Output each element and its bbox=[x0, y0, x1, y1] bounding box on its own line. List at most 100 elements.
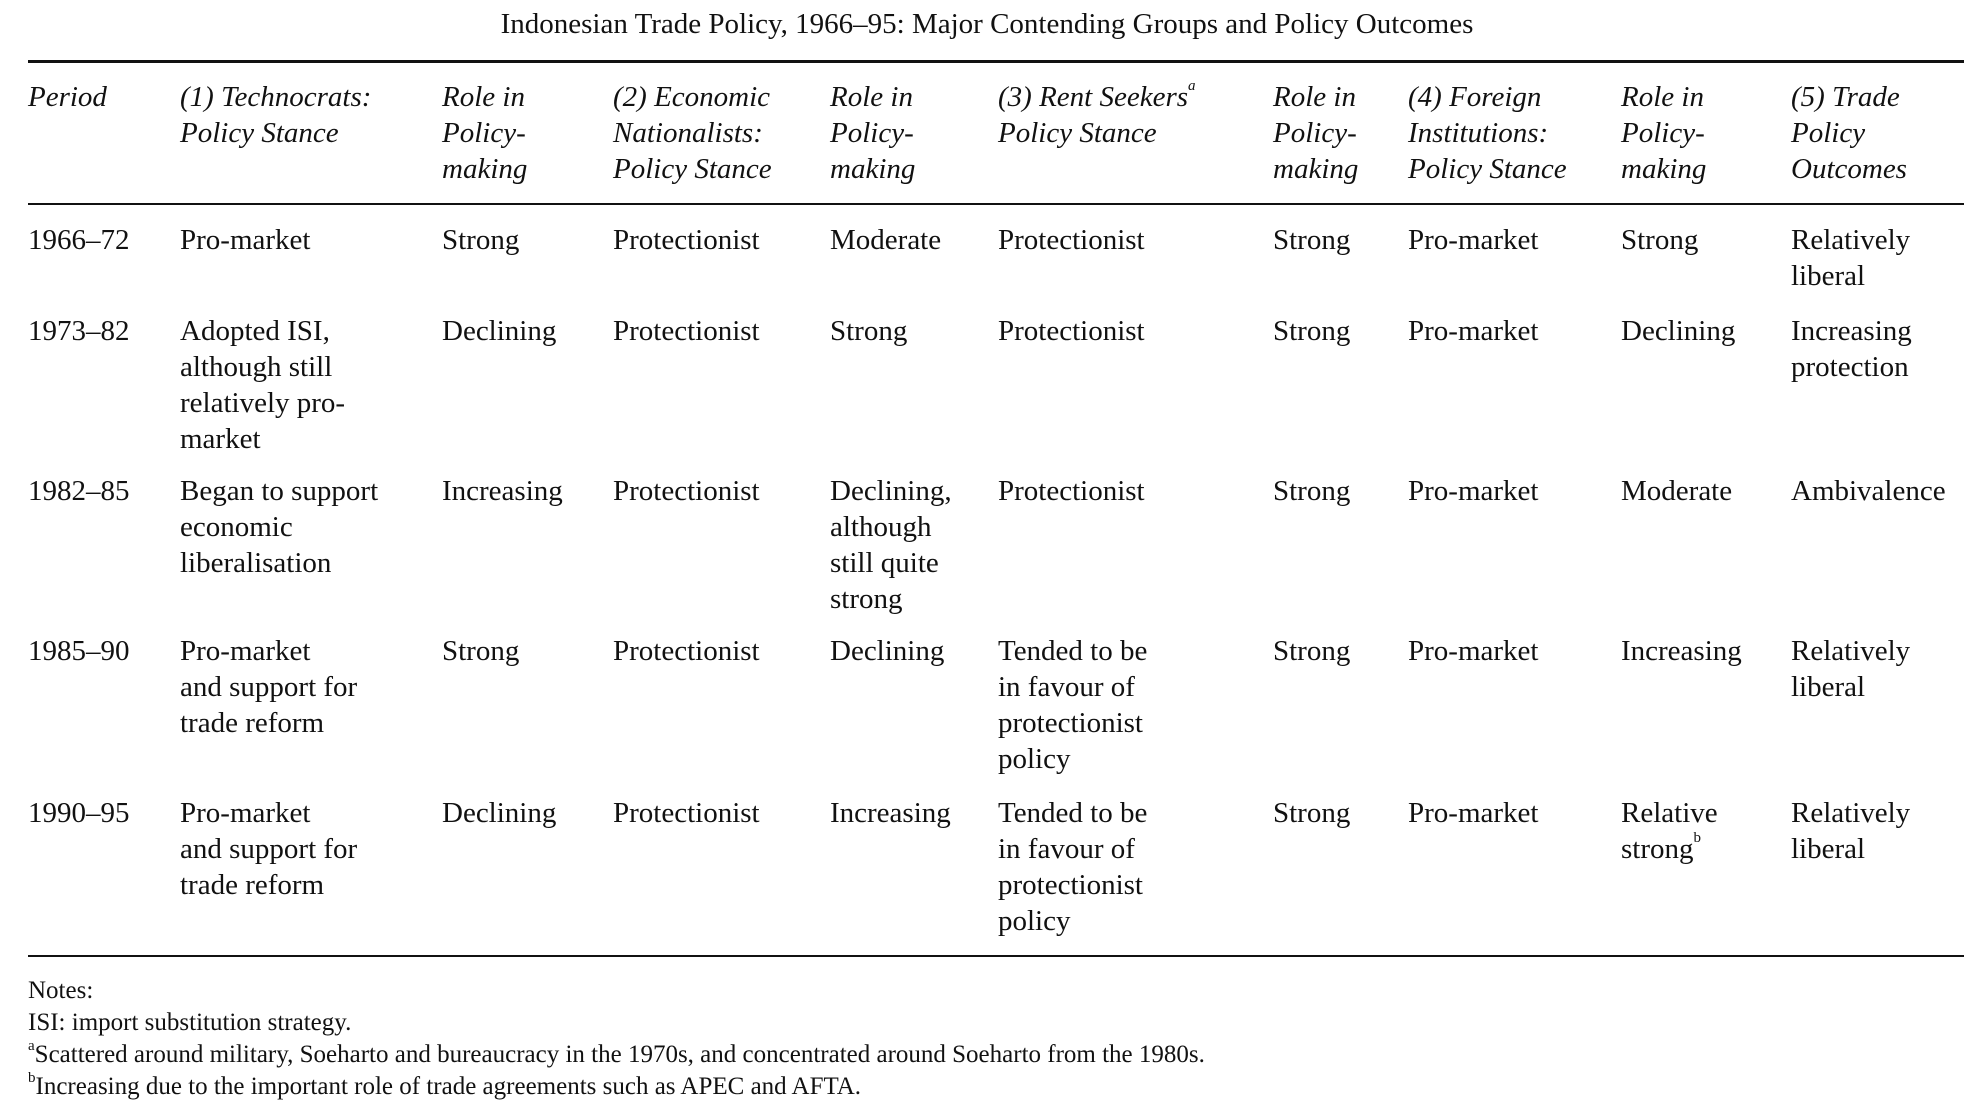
table-cell: Protectionist bbox=[613, 313, 760, 349]
table-cell: Ambivalence bbox=[1791, 473, 1946, 509]
cell-line: Policy Stance bbox=[613, 153, 772, 185]
bottom-rule bbox=[28, 955, 1964, 957]
header-cell: Period bbox=[28, 79, 107, 115]
cell-line: Relatively bbox=[1791, 224, 1911, 256]
cell-line: and support for bbox=[180, 671, 358, 703]
cell-line: Increasing bbox=[1791, 315, 1912, 347]
cell-line: strong bbox=[830, 583, 903, 615]
cell-line: Protectionist bbox=[613, 224, 760, 256]
cell-line: making bbox=[830, 153, 916, 185]
table-cell: Protectionist bbox=[613, 473, 760, 509]
cell-line: Outcomes bbox=[1791, 153, 1907, 185]
cell-line: Strong bbox=[1273, 797, 1351, 829]
cell-line: making bbox=[1621, 153, 1707, 185]
cell-line: (1) Technocrats: bbox=[180, 81, 372, 113]
table-cell: Declining bbox=[830, 633, 944, 669]
cell-line: Increasing bbox=[830, 797, 951, 829]
cell-line: Relatively bbox=[1791, 635, 1911, 667]
cell-line: Policy Stance bbox=[1408, 153, 1567, 185]
table-cell: Strong bbox=[1273, 795, 1350, 831]
cell-line: Institutions: bbox=[1408, 117, 1549, 149]
table-cell: Adopted ISI, although still relatively pro… bbox=[180, 313, 345, 457]
cell-line: although still bbox=[180, 351, 333, 383]
cell-line: Tended to be bbox=[998, 797, 1148, 829]
cell-line: Tended to be bbox=[998, 635, 1148, 667]
cell-line: Pro-market bbox=[1408, 315, 1539, 347]
cell-line: in favour of bbox=[998, 671, 1135, 703]
footnote-mark: b bbox=[28, 1070, 36, 1086]
cell-line: Strong bbox=[1273, 635, 1351, 667]
cell-line: Period bbox=[28, 81, 107, 113]
cell-line: Strong bbox=[1621, 224, 1699, 256]
cell-line: Increasing bbox=[442, 475, 563, 507]
table-cell: Increasing bbox=[830, 795, 951, 831]
cell-line: Pro-market bbox=[1408, 475, 1539, 507]
table-cell: Protectionist bbox=[998, 473, 1145, 509]
header-cell: (1) Technocrats:Policy Stance bbox=[180, 79, 371, 151]
cell-line: Policy bbox=[1791, 117, 1866, 149]
cell-line: still quite bbox=[830, 547, 939, 579]
notes: Notes: ISI: import substitution strategy… bbox=[28, 975, 1205, 1103]
cell-line: Strong bbox=[1273, 475, 1351, 507]
cell-line: Protectionist bbox=[998, 475, 1145, 507]
cell-line: (5) Trade bbox=[1791, 81, 1900, 113]
cell-line: 1985–90 bbox=[28, 635, 130, 667]
cell-line: 1966–72 bbox=[28, 224, 130, 256]
table-cell: Strong bbox=[1621, 222, 1698, 258]
table-cell: Protectionist bbox=[613, 222, 760, 258]
cell-line: Relatively bbox=[1791, 797, 1911, 829]
cell-line: Pro-market bbox=[180, 635, 311, 667]
cell-line: liberal bbox=[1791, 671, 1866, 703]
cell-line: 1982–85 bbox=[28, 475, 130, 507]
table-cell: Pro-market bbox=[1408, 795, 1538, 831]
table-cell: 1966–72 bbox=[28, 222, 130, 258]
cell-line: Role in bbox=[830, 81, 913, 113]
table-title: Indonesian Trade Policy, 1966–95: Major … bbox=[500, 8, 1474, 40]
cell-line: trade reform bbox=[180, 707, 325, 739]
table-cell: 1982–85 bbox=[28, 473, 130, 509]
cell-line: (2) Economic bbox=[613, 81, 771, 113]
table-cell: Relatively liberal bbox=[1791, 633, 1910, 705]
cell-line: (4) Foreign bbox=[1408, 81, 1542, 113]
table-cell: Protectionist bbox=[998, 313, 1145, 349]
top-rule bbox=[28, 60, 1964, 63]
cell-line: Relative bbox=[1621, 797, 1718, 829]
cell-line: Pro-market bbox=[1408, 797, 1539, 829]
table-cell: Pro-market and support for trade reform bbox=[180, 633, 357, 741]
cell-line: making bbox=[1273, 153, 1359, 185]
cell-line: relatively pro- bbox=[180, 387, 346, 419]
cell-line: (3) Rent Seekersa bbox=[998, 78, 1196, 114]
table-cell: Moderate bbox=[830, 222, 941, 258]
cell-line: Declining bbox=[830, 635, 945, 667]
cell-line: Nationalists: bbox=[613, 117, 763, 149]
table-cell: Protectionist bbox=[998, 222, 1145, 258]
cell-line: Strong bbox=[442, 635, 520, 667]
cell-line: Adopted ISI, bbox=[180, 315, 330, 347]
cell-line: Strong bbox=[442, 224, 520, 256]
cell-line: market bbox=[180, 423, 261, 455]
table-cell: Strong bbox=[830, 313, 907, 349]
table-cell: 1990–95 bbox=[28, 795, 130, 831]
table-cell: Strong bbox=[1273, 313, 1350, 349]
note-b: bIncreasing due to the important role of… bbox=[28, 1071, 1205, 1103]
cell-line: Policy- bbox=[1621, 117, 1705, 149]
cell-line: liberalisation bbox=[180, 547, 332, 579]
cell-line: protectionist bbox=[998, 869, 1143, 901]
cell-line: Strong bbox=[830, 315, 908, 347]
table-cell: Strong bbox=[1273, 473, 1350, 509]
table-cell: Protectionist bbox=[613, 795, 760, 831]
notes-heading: Notes: bbox=[28, 977, 94, 1004]
table-cell: Strong bbox=[442, 633, 519, 669]
